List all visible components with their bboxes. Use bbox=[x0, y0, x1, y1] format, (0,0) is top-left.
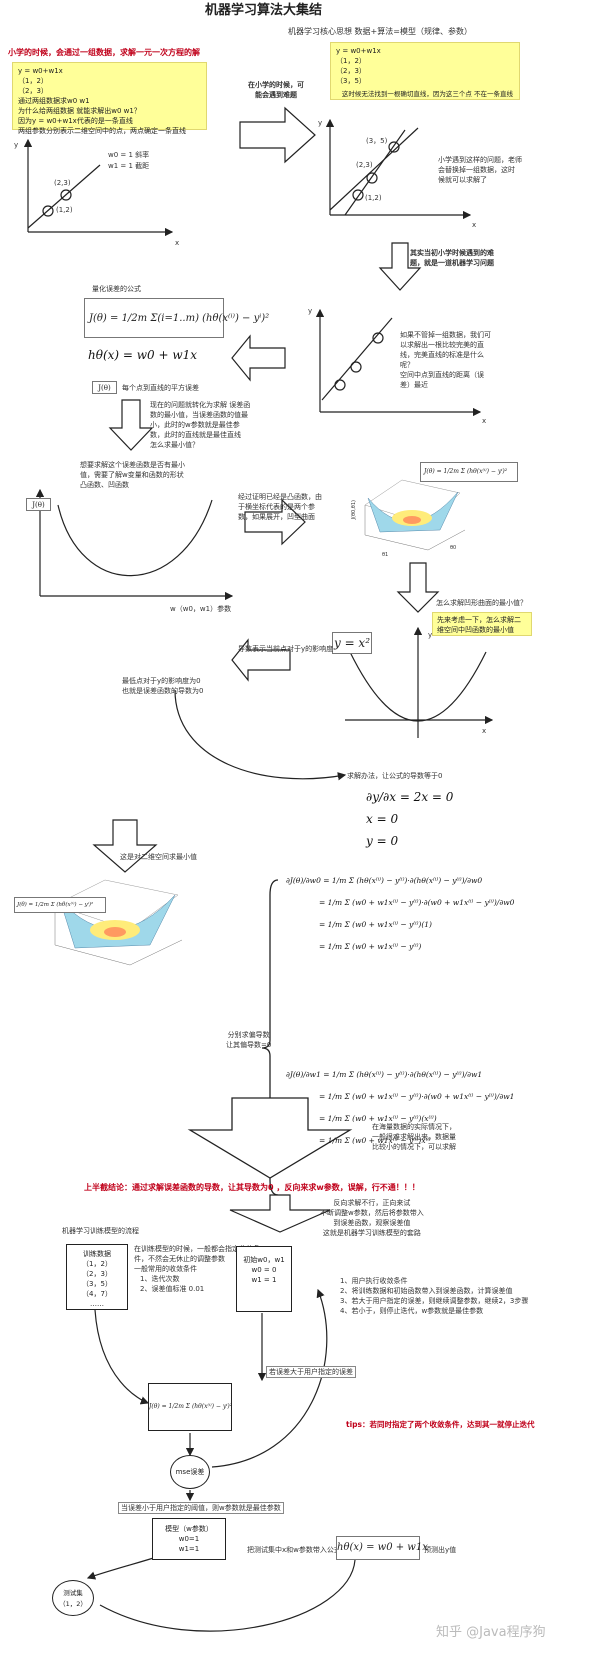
section3-graph bbox=[315, 308, 482, 417]
predict-left: 把测试集中x和w参数带入公式 bbox=[247, 1546, 341, 1554]
big-arrow-text: 在海量数据的实际情况下，一般很难求解出来，数据量比较小的情况下，可以求解 bbox=[372, 1123, 456, 1151]
s2-point2: (2,3) bbox=[356, 161, 373, 169]
s2-x-label: x bbox=[472, 221, 477, 229]
err-gt-label: 若误差大于用户指定的误差 bbox=[266, 1366, 356, 1378]
problem-text: 现在的问题就转化为求解 误差函数的最小值，当误差函数的值最小，此时的w参数就是最… bbox=[150, 401, 251, 449]
s1-x-label: x bbox=[175, 239, 180, 247]
curly-brace bbox=[261, 879, 279, 1196]
s3-y-label: y bbox=[308, 307, 313, 315]
arrow-down-5 bbox=[229, 1194, 331, 1233]
stop-text: 在训练模型的时候，一般都会指定收敛条件，不然会无休止的调整参数一般常用的收敛条件… bbox=[134, 1245, 260, 1293]
convex-text: 想要求解这个误差函数是否有最小值，需要了解w变量和函数的形状凸函数、凹函数 bbox=[80, 461, 185, 489]
derivative-meaning: 导数表示当前点对于y的影响度 bbox=[238, 645, 334, 653]
arrow-right-1 bbox=[239, 106, 316, 164]
conclusion: 上半截结论：通过求解误差函数的导数，让其导数为0 ，反向来求w参数，误解，行不通… bbox=[84, 1183, 420, 1192]
arrow-left-2 bbox=[231, 638, 291, 682]
surface1-x: θ1 bbox=[382, 552, 389, 558]
curve-connector-1 bbox=[174, 689, 347, 781]
arrow-down-4 bbox=[92, 819, 158, 873]
partial-text: 分别求偏导数让其偏导数=0 bbox=[226, 1031, 272, 1049]
loss-box: J(θ) = 1/2m Σ (hθ(x⁽ⁱ⁾) − yⁱ)² bbox=[148, 1383, 232, 1431]
surface1-y: θ0 bbox=[450, 545, 457, 551]
surface-plot-2 bbox=[54, 879, 183, 966]
arrow-left-1 bbox=[231, 334, 286, 382]
train-title: 机器学习训练模型的流程 bbox=[62, 1227, 139, 1235]
section1-graph bbox=[23, 138, 174, 237]
small-formula-1: J(θ) = 1/2m Σ (hθ(x⁽ⁱ⁾) − yⁱ)² bbox=[420, 462, 518, 482]
convex-curve-graph bbox=[35, 488, 234, 601]
err-lt-label: 当误差小于用户指定的阈值，则w参数就是最佳参数 bbox=[118, 1502, 284, 1514]
parabola-formula: y = x² bbox=[332, 632, 372, 654]
s3-side-text: 如果不管掉一组数据，我们可以求解出一根比较完美的直线，完美直线的标准是什么呢？空… bbox=[400, 331, 491, 389]
proof-text: 经过证明已经是凸函数，由于横坐标代表的是两个参数，如果展开，凹型曲面 bbox=[238, 493, 322, 521]
page-subtitle: 机器学习核心思想 数据+算法=模型（规律、参数） bbox=[288, 27, 472, 36]
s2-point1: (1,2) bbox=[365, 194, 382, 202]
loss-title: 量化误差的公式 bbox=[92, 285, 141, 293]
s1-w1: w1 = 1 截距 bbox=[108, 162, 150, 170]
parabola-graph bbox=[345, 626, 494, 738]
arrow-down-3 bbox=[396, 562, 440, 613]
down-arrow1-text: 其实当初小学时候遇到的难题，就是一道机器学习问题 bbox=[410, 249, 494, 267]
arrow-down-2 bbox=[108, 399, 154, 451]
s2-point3: (3，5) bbox=[366, 137, 388, 145]
predict-right: 预测出y值 bbox=[424, 1546, 457, 1554]
s1-point1: (1,2) bbox=[56, 206, 73, 214]
s3-x-label: x bbox=[482, 417, 487, 425]
curve-jtheta: J(θ) bbox=[26, 498, 51, 511]
eq2-block: ∂J(θ)/∂w1 = 1/m Σ (hθ(x⁽ⁱ⁾) − y⁽ⁱ⁾)·∂(hθ… bbox=[286, 1070, 515, 1145]
question-text: 怎么求解凹形曲面的最小值？ bbox=[436, 599, 527, 607]
section1-heading: 小学的时候，会通过一组数据，求解一元一次方程的解 bbox=[8, 48, 200, 57]
s1-point2: (2,3) bbox=[54, 179, 71, 187]
jtheta-desc: 每个点到直线的平方误差 bbox=[122, 384, 199, 392]
s1-w0: w0 = 1 斜率 bbox=[108, 151, 150, 159]
reverse-text: 反向求解不行，正向来试不断调整w参数，然后将参数带入到误差函数，观察误差值这就是… bbox=[320, 1199, 424, 1237]
surface-plot-1 bbox=[364, 479, 466, 551]
surface1-z: J(θ0,θ1) bbox=[351, 500, 357, 520]
extend-text: 这是对二维空间求最小值 bbox=[120, 853, 197, 861]
training-data-box: 训练数据（1，2）（2，3）（3，5）（4，7）…… bbox=[66, 1244, 128, 1310]
section5-note: 先来考虑一下，怎么求解二维空间中凹函数的最小值 bbox=[432, 612, 532, 636]
section2-note: y = w0+w1x（1，2）（2，3）（3，5） 这时候无法找到一根确切直线，… bbox=[330, 42, 520, 100]
curve-xlabel: w（w0，w1）参数 bbox=[170, 605, 232, 613]
tips-text: tips：若同时指定了两个收敛条件，达到其一就停止迭代 bbox=[346, 1420, 535, 1429]
section2-graph bbox=[325, 118, 472, 220]
loss-formula: J(θ) = 1/2m Σ(i=1..m) (hθ(x⁽ⁱ⁾) − yⁱ)² bbox=[84, 298, 269, 338]
arrow1-text: 在小学的时候，可能会遇到难题 bbox=[248, 81, 304, 99]
s2-side-text: 小学遇到这样的问题，老师会替换掉一组数据，这时候就可以求解了 bbox=[438, 156, 522, 184]
hypothesis-formula: hθ(x) = w0 + w1x bbox=[88, 348, 198, 362]
parabola-x: x bbox=[482, 727, 487, 735]
flow-connectors bbox=[86, 1288, 356, 1632]
arrow-right-2 bbox=[244, 498, 306, 546]
arrow-down-big bbox=[187, 1097, 353, 1179]
s1-y-label: y bbox=[14, 141, 19, 149]
solve-text: 求解办法，让公式的导数等于0 bbox=[347, 772, 443, 780]
parabola-y: y bbox=[428, 631, 433, 639]
test-set-node: 测试集（1，2） bbox=[52, 1580, 94, 1616]
small-formula-2: J(θ) = 1/2m Σ (hθ(x⁽ⁱ⁾) − yⁱ)² bbox=[14, 897, 106, 913]
page-title: 机器学习算法大集结 bbox=[205, 3, 323, 18]
predict-formula: hθ(x) = w0 + w1x bbox=[336, 1536, 428, 1560]
arrow-down-1 bbox=[378, 242, 422, 291]
s2-y-label: y bbox=[318, 119, 323, 127]
mse-node: mse误差 bbox=[170, 1455, 210, 1489]
watermark: 知乎 @Java程序狗 bbox=[436, 1625, 546, 1640]
jtheta-label: J(θ) bbox=[92, 381, 117, 394]
eq1-block: ∂J(θ)/∂w0 = 1/m Σ (hθ(x⁽ⁱ⁾) − y⁽ⁱ⁾)·∂(hθ… bbox=[286, 876, 515, 951]
